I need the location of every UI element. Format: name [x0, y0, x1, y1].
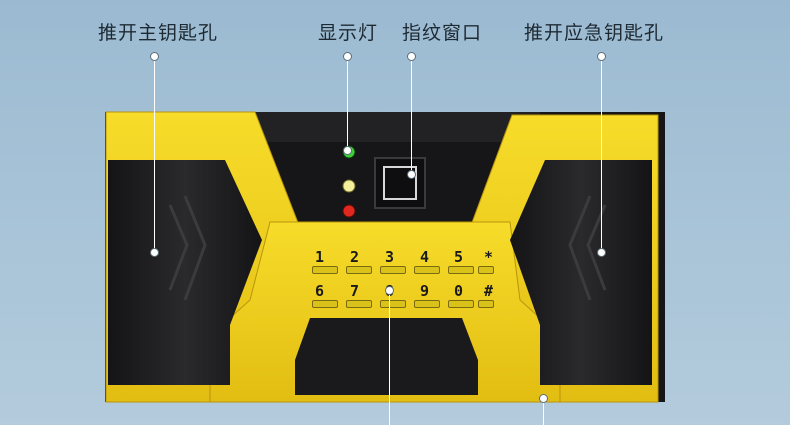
key-pad-4 — [414, 266, 440, 274]
fingerprint-sensor — [383, 166, 417, 200]
callout-dot-keypad — [385, 286, 394, 295]
center-lower-inset — [295, 318, 478, 395]
left-grip-marks — [168, 195, 207, 301]
key-5[interactable]: 5 — [454, 248, 464, 266]
callout-dot-emergency-key-top — [597, 52, 606, 61]
callout-line-bottom-right — [543, 398, 544, 425]
label-fingerprint: 指纹窗口 — [402, 22, 483, 44]
callout-line-keypad — [389, 290, 390, 425]
callout-dot-bottom-right — [539, 394, 548, 403]
key-star[interactable]: * — [484, 248, 494, 266]
led-red — [342, 204, 356, 218]
top-ribbon — [250, 112, 540, 142]
callout-line-indicator — [347, 56, 348, 148]
callout-dot-fingerprint-top — [407, 52, 416, 61]
key-9[interactable]: 9 — [420, 282, 430, 300]
key-pad-star — [478, 266, 494, 274]
key-2[interactable]: 2 — [350, 248, 360, 266]
label-main-key: 推开主钥匙孔 — [98, 22, 219, 44]
callout-line-main-key — [154, 56, 155, 252]
key-hash[interactable]: # — [484, 282, 494, 300]
key-4[interactable]: 4 — [420, 248, 430, 266]
key-pad-1 — [312, 266, 338, 274]
key-3[interactable]: 3 — [385, 248, 395, 266]
label-indicator: 显示灯 — [318, 22, 379, 44]
callout-dot-indicator-top — [343, 52, 352, 61]
callout-dot-emergency-key — [597, 248, 606, 257]
callout-dot-indicator — [343, 146, 352, 155]
fingerprint-window[interactable] — [374, 157, 426, 209]
key-6[interactable]: 6 — [315, 282, 325, 300]
key-pad-8 — [380, 300, 406, 308]
key-0[interactable]: 0 — [454, 282, 464, 300]
right-grip-marks — [568, 195, 607, 301]
key-pad-9 — [414, 300, 440, 308]
callout-dot-main-key-top — [150, 52, 159, 61]
key-pad-7 — [346, 300, 372, 308]
callout-dot-fingerprint — [407, 170, 416, 179]
led-yellow — [342, 179, 356, 193]
label-emergency-key: 推开应急钥匙孔 — [524, 22, 665, 44]
key-pad-2 — [346, 266, 372, 274]
left-black-inset — [108, 160, 262, 385]
callout-line-fingerprint — [411, 56, 412, 172]
key-7[interactable]: 7 — [350, 282, 360, 300]
key-pad-hash — [478, 300, 494, 308]
key-pad-0 — [448, 300, 474, 308]
callout-line-emergency-key — [601, 56, 602, 252]
key-pad-6 — [312, 300, 338, 308]
key-pad-5 — [448, 266, 474, 274]
callout-dot-main-key — [150, 248, 159, 257]
key-1[interactable]: 1 — [315, 248, 325, 266]
key-pad-3 — [380, 266, 406, 274]
